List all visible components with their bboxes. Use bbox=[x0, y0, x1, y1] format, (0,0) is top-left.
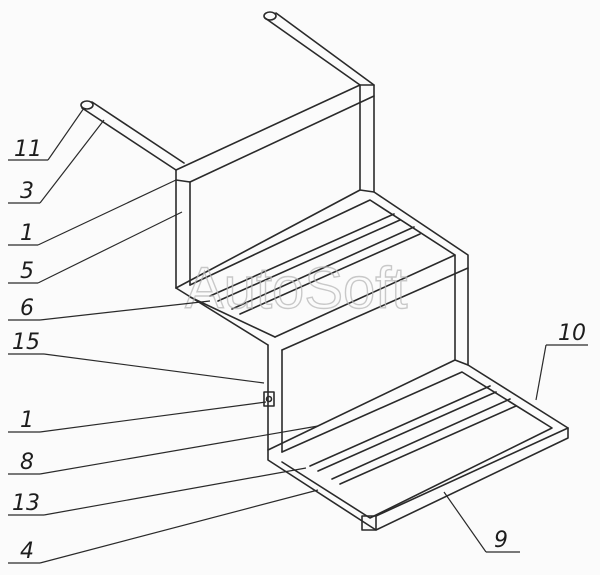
upper-tread-slats bbox=[209, 213, 421, 315]
callout-11: 11 bbox=[14, 137, 42, 162]
callout-1: 1 bbox=[20, 221, 34, 246]
callout-3: 3 bbox=[20, 179, 34, 204]
lower-tread-slats bbox=[309, 385, 517, 485]
callout-10: 10 bbox=[558, 321, 586, 346]
watermark: AutoSoft bbox=[185, 256, 407, 321]
callout-9: 9 bbox=[494, 528, 508, 553]
lower-tread-frame bbox=[267, 359, 569, 531]
leader-lines bbox=[8, 107, 588, 564]
handrail-left bbox=[80, 100, 185, 171]
callout-1-lower: 1 bbox=[20, 408, 34, 433]
callout-4: 4 bbox=[20, 539, 34, 564]
callout-6: 6 bbox=[20, 296, 34, 321]
handrail-right bbox=[263, 11, 375, 86]
mounting-bracket bbox=[263, 391, 275, 407]
callout-5: 5 bbox=[20, 259, 34, 284]
upper-back-frame bbox=[175, 84, 375, 289]
callout-15: 15 bbox=[12, 330, 40, 355]
callout-13: 13 bbox=[12, 491, 40, 516]
callout-8: 8 bbox=[20, 450, 34, 475]
